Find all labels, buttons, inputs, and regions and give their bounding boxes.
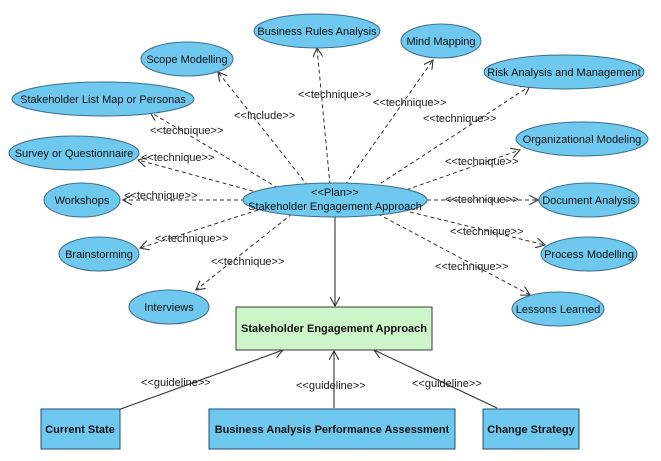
node-workshops-label: Workshops: [55, 195, 110, 207]
node-interviews[interactable]: Interviews: [128, 289, 210, 325]
edge-org-modeling: [399, 150, 520, 193]
label-technique-stakeholder: <<technique>>: [150, 125, 223, 137]
label-technique-mind-mapping: <<technique>>: [373, 97, 446, 109]
label-guideline-change-strategy: <<guideline>>: [412, 378, 482, 390]
technique-nodes: Business Rules Analysis Mind Mapping Sco…: [8, 13, 649, 327]
edge-business-rules: [317, 48, 331, 186]
label-technique-risk: <<technique>>: [423, 113, 496, 125]
node-org-modeling-label: Organizational Modeling: [523, 134, 642, 146]
change-strategy-label: Change Strategy: [487, 424, 575, 436]
node-stakeholder-list-label: Stakeholder List Map or Personas: [20, 94, 186, 106]
label-technique-process: <<technique>>: [450, 226, 523, 238]
output-box[interactable]: Stakeholder Engagement Approach: [235, 306, 433, 351]
edge-current-state: [117, 350, 283, 411]
current-state-box[interactable]: Current State: [40, 408, 121, 450]
node-business-rules[interactable]: Business Rules Analysis: [253, 13, 381, 49]
edge-process-modelling: [409, 211, 545, 245]
label-technique-workshops: <<technique>>: [124, 190, 197, 202]
label-guideline-current-state: <<guideline>>: [141, 377, 211, 389]
ba-performance-box[interactable]: Business Analysis Performance Assessment: [208, 408, 456, 450]
technique-edges: [123, 48, 545, 295]
node-process-modelling-label: Process Modelling: [544, 249, 634, 261]
edge-lessons-learned: [377, 213, 530, 295]
edge-risk-analysis: [374, 86, 530, 188]
node-scope-modelling[interactable]: Scope Modelling: [140, 41, 234, 77]
node-risk-analysis-label: Risk Analysis and Management: [487, 67, 640, 79]
label-technique-business-rules: <<technique>>: [298, 89, 371, 101]
label-include: <<Include>>: [234, 110, 295, 122]
node-mind-mapping-label: Mind Mapping: [406, 36, 475, 48]
plan-name: Stakeholder Engagement Approach: [248, 201, 422, 213]
ba-performance-label: Business Analysis Performance Assessment: [215, 424, 450, 436]
label-technique-org: <<technique>>: [445, 156, 518, 168]
node-stakeholder-list[interactable]: Stakeholder List Map or Personas: [11, 81, 195, 117]
label-technique-interviews: <<technique>>: [211, 256, 284, 268]
change-strategy-box[interactable]: Change Strategy: [482, 408, 580, 450]
label-technique-brainstorming: <<technique>>: [155, 233, 228, 245]
node-brainstorming[interactable]: Brainstorming: [58, 236, 140, 272]
node-business-rules-label: Business Rules Analysis: [257, 26, 377, 38]
label-technique-lessons: <<technique>>: [435, 261, 508, 273]
label-technique-document: <<technique>>: [445, 194, 518, 206]
node-interviews-label: Interviews: [144, 302, 194, 314]
node-mind-mapping[interactable]: Mind Mapping: [400, 23, 482, 59]
node-brainstorming-label: Brainstorming: [65, 249, 133, 261]
node-workshops[interactable]: Workshops: [43, 182, 121, 218]
node-lessons-learned-label: Lessons Learned: [516, 304, 600, 316]
current-state-label: Current State: [45, 424, 115, 436]
node-survey[interactable]: Survey or Questionnaire: [8, 135, 140, 171]
node-document-analysis-label: Document Analysis: [542, 195, 636, 207]
plan-node[interactable]: <<Plan>> Stakeholder Engagement Approach: [242, 182, 428, 218]
edge-survey: [138, 160, 261, 194]
plan-stereotype: <<Plan>>: [311, 187, 359, 199]
output-box-label: Stakeholder Engagement Approach: [241, 323, 427, 335]
edge-labels: <<Include>> <<technique>> <<technique>> …: [124, 89, 523, 392]
node-org-modeling[interactable]: Organizational Modeling: [515, 121, 649, 157]
input-nodes: Current State Business Analysis Performa…: [40, 408, 580, 450]
node-survey-label: Survey or Questionnaire: [15, 148, 134, 160]
edge-stakeholder-list: [150, 112, 279, 189]
node-process-modelling[interactable]: Process Modelling: [540, 236, 638, 272]
node-lessons-learned[interactable]: Lessons Learned: [511, 291, 605, 327]
node-document-analysis[interactable]: Document Analysis: [538, 182, 640, 218]
label-technique-survey: <<technique>>: [141, 152, 214, 164]
label-guideline-ba-performance: <<guideline>>: [296, 380, 366, 392]
solid-edges: [117, 217, 498, 411]
edge-mind-mapping: [344, 60, 433, 186]
edge-scope-modelling: [218, 72, 309, 187]
edge-change-strategy: [374, 350, 498, 409]
node-scope-modelling-label: Scope Modelling: [146, 54, 227, 66]
node-risk-analysis[interactable]: Risk Analysis and Management: [483, 54, 645, 90]
